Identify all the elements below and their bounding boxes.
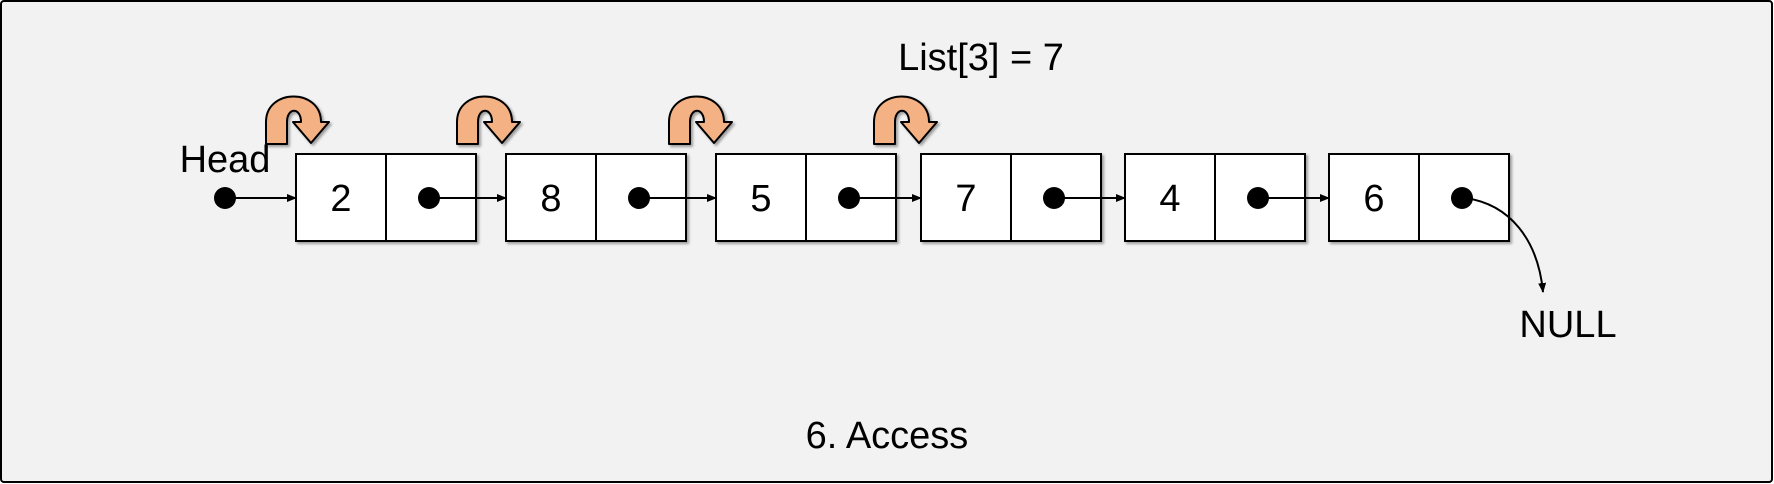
traverse-arrow-icon — [668, 95, 733, 145]
null-label: NULL — [1519, 304, 1616, 346]
list-node: 7 — [920, 153, 1126, 242]
traversal-arrows — [265, 95, 938, 145]
list-node: 8 — [505, 153, 717, 242]
traverse-arrow-icon — [873, 95, 938, 145]
node-value: 6 — [1363, 178, 1384, 220]
list-node: 5 — [715, 153, 922, 242]
node-value: 5 — [750, 178, 771, 220]
access-title: List[3] = 7 — [898, 37, 1064, 79]
node-value: 7 — [955, 178, 976, 220]
null-pointer-arrow — [1464, 197, 1547, 293]
nodes-layer: 2 8 5 7 4 6 — [295, 153, 1510, 242]
head-label: Head — [180, 139, 271, 181]
traverse-arrow-icon — [265, 95, 330, 145]
list-node: 6 — [1328, 153, 1510, 242]
node-value: 2 — [330, 178, 351, 220]
list-node: 4 — [1124, 153, 1330, 242]
node-value: 8 — [540, 178, 561, 220]
step-caption: 6. Access — [806, 415, 969, 457]
list-node: 2 — [295, 153, 507, 242]
node-value: 4 — [1159, 178, 1180, 220]
traverse-arrow-icon — [456, 95, 521, 145]
next-pointer-dot — [1451, 187, 1473, 209]
